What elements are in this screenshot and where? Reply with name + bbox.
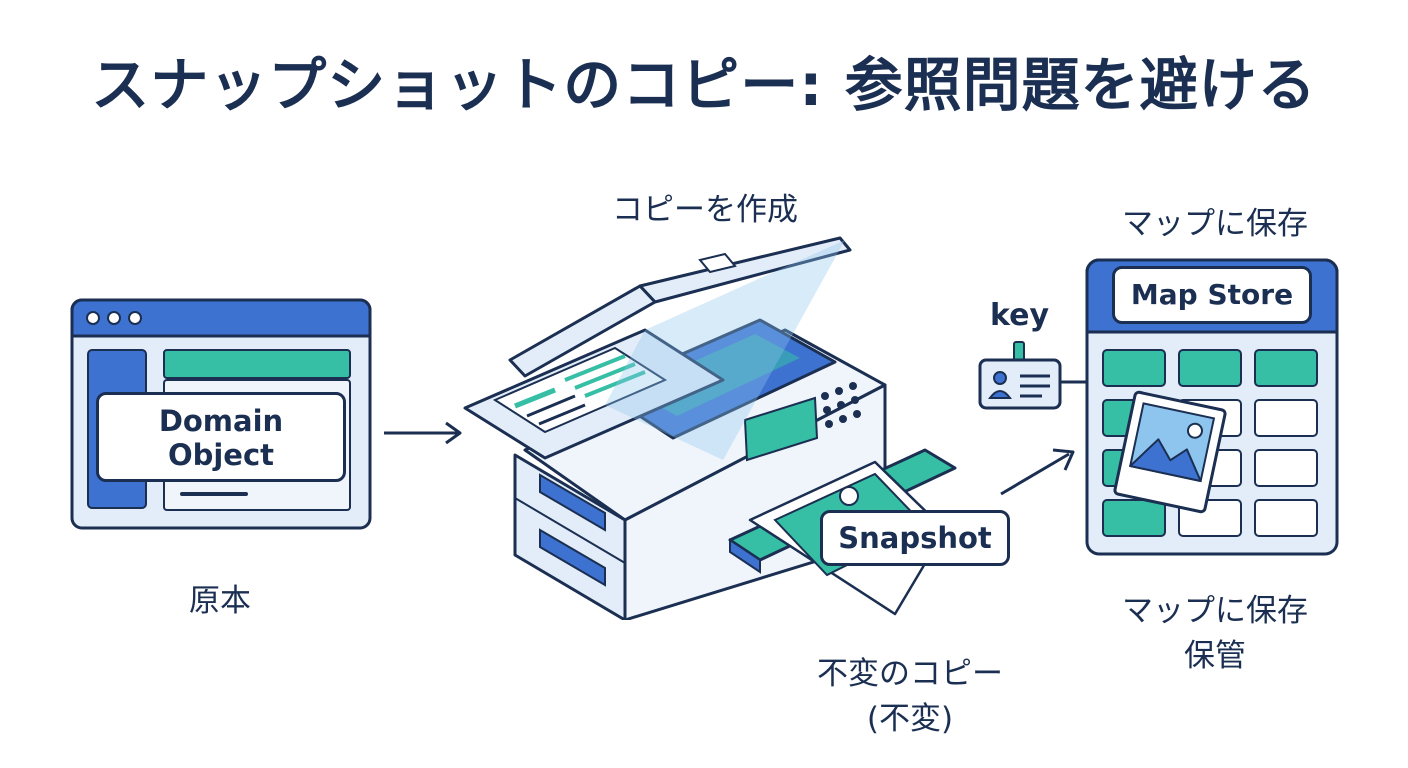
copier-caption: コピーを作成 (612, 192, 798, 228)
domain-object-line-1: Domain (158, 404, 284, 438)
store-caption-top: マップに保存 (1122, 206, 1308, 242)
window-dot-icon (128, 311, 142, 325)
key-label: key (990, 298, 1050, 333)
arrow-to-copier (384, 421, 462, 445)
original-caption: 原本 (189, 583, 251, 619)
arrow-to-store (1000, 448, 1075, 496)
map-store-cell (1178, 349, 1242, 387)
map-store-cell (1254, 399, 1318, 437)
window-dot-icon (107, 311, 121, 325)
map-store-cell (1102, 349, 1166, 387)
map-store-cell (1254, 349, 1318, 387)
map-store-cell (1254, 499, 1318, 537)
stored-snapshot-photo (1113, 390, 1227, 514)
store-caption-bottom-line-2: 保管 (1184, 638, 1246, 674)
snapshot-label: Snapshot (820, 510, 1010, 566)
map-store-cell (1102, 499, 1166, 537)
snapshot-caption-line-1: 不変のコピー (817, 656, 1003, 692)
store-caption-bottom-line-1: マップに保存 (1122, 593, 1308, 629)
key-card-icon (978, 341, 1086, 410)
snapshot-caption-line-2: (不変) (866, 701, 954, 737)
diagram-title: スナップショットのコピー: 参照問題を避ける (91, 51, 1317, 119)
domain-object-label: Domain Object (96, 392, 346, 482)
domain-object-line-2: Object (167, 438, 275, 472)
map-store-label: Map Store (1112, 266, 1312, 324)
window-dot-icon (86, 311, 100, 325)
map-store-cell (1254, 449, 1318, 487)
